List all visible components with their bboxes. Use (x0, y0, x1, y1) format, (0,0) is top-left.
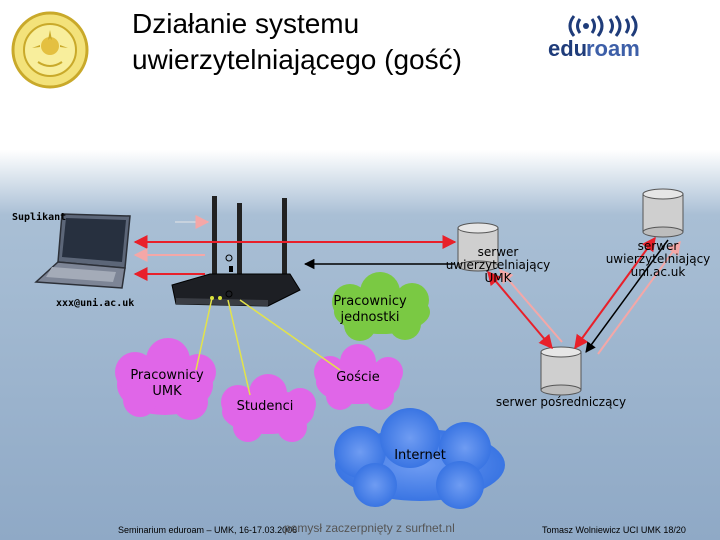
cloud-studenci (221, 374, 316, 442)
server-uni-icon (642, 188, 684, 238)
ap-port-icon (229, 266, 233, 272)
laptop-icon (34, 213, 131, 289)
cloud-goscie (314, 344, 403, 410)
arrow-pink-proxy-uni (597, 240, 681, 355)
server-umk-icon (457, 222, 499, 272)
arrow-red-proxy-uni (574, 236, 656, 350)
cloud-pracownicy-jednostki (332, 272, 430, 341)
server-proxy-icon (540, 346, 582, 396)
cloud-goscie-label: Goście (336, 370, 380, 385)
access-point-icon (171, 196, 301, 307)
cloud-pracownicy-umk (115, 338, 216, 420)
ap-port-icon (225, 254, 233, 262)
user-id-label: xxx@uni.ac.uk (56, 298, 135, 309)
footer-center: pomysł zaczerpnięty z surfnet.nl (284, 521, 455, 535)
slide-title: Działanie systemu uwierzytelniającego (g… (132, 8, 462, 75)
university-seal-icon (11, 11, 89, 89)
logo-edu: edu (548, 36, 587, 61)
footer-right: Tomasz Wolniewicz UCI UMK 18/20 (542, 525, 686, 535)
logo-roam: roam (586, 36, 640, 61)
eduroam-logo: edu roam (540, 6, 672, 62)
arrow-pink-umk-proxy (499, 268, 563, 343)
cloud-pracownicy-jednostki-label: Pracownicy jednostki (333, 294, 407, 325)
server-uni-label: serwer uwierzytelniający uni.ac.uk (605, 239, 711, 279)
cloud-studenci-label: Studenci (236, 399, 294, 414)
arrow-black-proxy-uni (585, 239, 669, 353)
server-proxy-label: serwer pośredniczący (495, 395, 627, 409)
arrow-red-umk-proxy (487, 270, 553, 350)
server-umk-label: serwer uwierzytelniający UMK (445, 245, 551, 285)
cloud-internet (334, 408, 505, 509)
ap-port-icon (225, 290, 233, 298)
cloud-internet-label: Internet (394, 448, 446, 463)
eduroam-signal-icon: edu roam (548, 15, 640, 61)
ap-connections (195, 297, 341, 396)
footer-left: Seminarium eduroam – UMK, 16-17.03.2006 (118, 525, 298, 535)
cloud-pracownicy-umk-label: Pracownicy UMK (130, 368, 204, 399)
suplikant-label: Suplikant (12, 212, 67, 223)
